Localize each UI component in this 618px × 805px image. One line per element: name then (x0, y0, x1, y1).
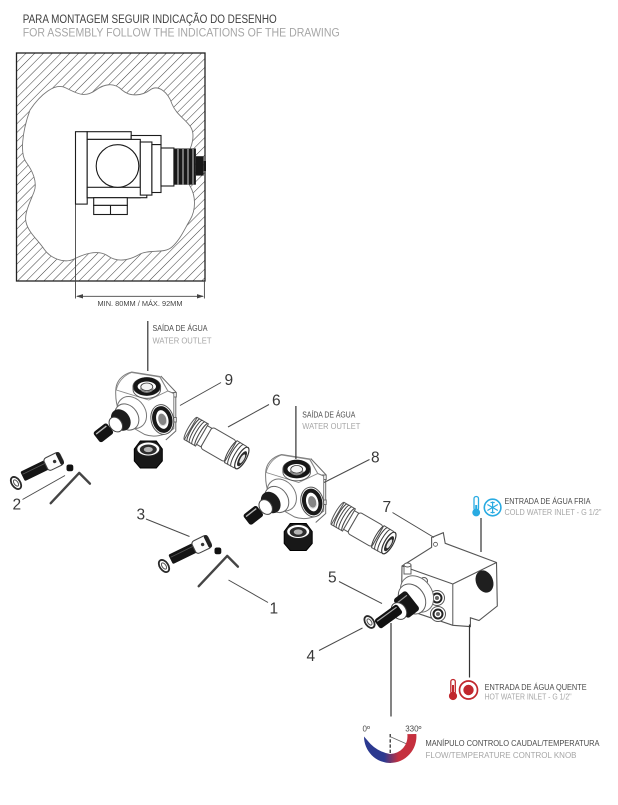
svg-text:1: 1 (270, 601, 279, 618)
svg-text:MANÍPULO CONTROLO CAUDAL/TEMPE: MANÍPULO CONTROLO CAUDAL/TEMPERATURA (426, 739, 601, 748)
svg-text:WATER OUTLET: WATER OUTLET (302, 422, 360, 431)
svg-text:6: 6 (272, 393, 281, 410)
svg-text:7: 7 (383, 499, 392, 516)
svg-text:MIN. 80MM / MÁX. 92MM: MIN. 80MM / MÁX. 92MM (98, 299, 183, 308)
svg-text:0º: 0º (363, 725, 370, 734)
svg-text:FOR ASSEMBLY FOLLOW THE INDICA: FOR ASSEMBLY FOLLOW THE INDICATIONS OF T… (23, 28, 340, 40)
svg-text:330º: 330º (405, 725, 421, 734)
svg-text:9: 9 (225, 372, 234, 389)
svg-text:SAÍDA DE ÁGUA: SAÍDA DE ÁGUA (302, 411, 356, 420)
svg-text:COLD WATER INLET - G 1/2": COLD WATER INLET - G 1/2" (505, 508, 602, 517)
svg-text:PARA MONTAGEM SEGUIR INDICAÇÃO: PARA MONTAGEM SEGUIR INDICAÇÃO DO DESENH… (23, 13, 277, 26)
svg-text:5: 5 (328, 570, 337, 587)
svg-text:ENTRADA DE ÁGUA QUENTE: ENTRADA DE ÁGUA QUENTE (485, 683, 587, 692)
svg-text:HOT WATER INLET - G 1/2": HOT WATER INLET - G 1/2" (485, 693, 572, 702)
svg-text:3: 3 (137, 507, 146, 524)
svg-text:SAÍDA DE ÁGUA: SAÍDA DE ÁGUA (153, 324, 209, 333)
svg-text:ENTRADA DE ÁGUA FRIA: ENTRADA DE ÁGUA FRIA (505, 497, 592, 506)
svg-text:8: 8 (371, 450, 380, 467)
svg-text:2: 2 (13, 497, 22, 514)
svg-text:4: 4 (307, 648, 316, 665)
svg-text:WATER OUTLET: WATER OUTLET (153, 337, 212, 346)
svg-text:FLOW/TEMPERATURE CONTROL KNOB: FLOW/TEMPERATURE CONTROL KNOB (426, 751, 577, 760)
